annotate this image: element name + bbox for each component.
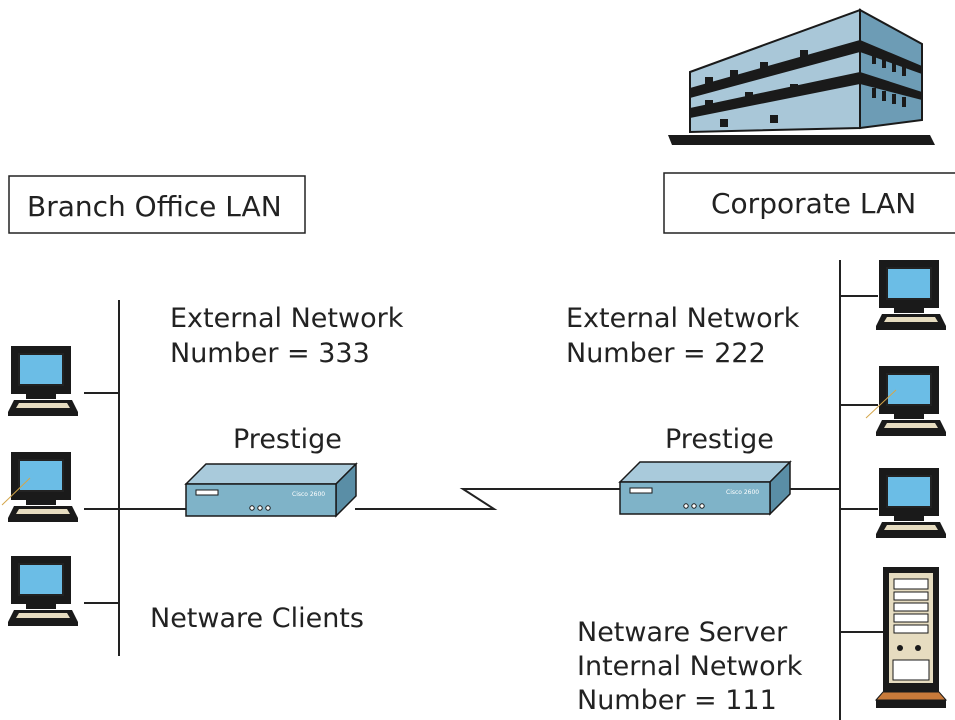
branch-office-title: Branch Office LAN [27,190,282,223]
server-icon [874,567,948,708]
wan-link [355,488,620,510]
computer-icon [1,452,78,522]
netware-server-label: Netware Server [577,617,788,648]
computer-icon [876,468,946,538]
branch-external-network-number: Number = 333 [170,338,370,369]
corporate-router-label: Prestige [665,424,774,455]
branch-office-title-box: Branch Office LAN [8,175,306,234]
computer-icon [8,346,78,416]
router-icon: Cisco 2600 [185,463,357,517]
corporate-title: Corporate LAN [711,187,916,220]
corporate-title-box: Corporate LAN [663,172,955,234]
internal-network-number: Number = 111 [577,685,777,716]
branch-lan-wiring [84,300,186,656]
branch-external-network-label: External Network [170,303,404,334]
corporate-router-model: Cisco 2600 [726,489,759,496]
building-icon [668,8,935,145]
computer-icon [876,260,946,330]
router-icon: Cisco 2600 [619,461,791,515]
computer-icon [865,366,946,436]
computer-icon [8,556,78,626]
corporate-external-network-number: Number = 222 [566,338,766,369]
netware-clients-label: Netware Clients [150,603,364,634]
corporate-external-network-label: External Network [566,303,800,334]
branch-router-label: Prestige [233,424,342,455]
internal-network-label: Internal Network [577,651,803,682]
corporate-lan-wiring [790,260,885,720]
branch-router-model: Cisco 2600 [292,491,325,498]
